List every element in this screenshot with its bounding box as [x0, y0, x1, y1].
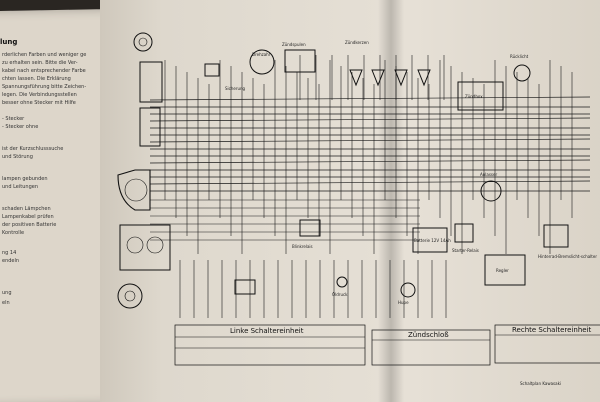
rear-brake-switch-label: Hinterrad-Bremslicht-schalter: [538, 254, 597, 259]
left-page-line: Spannungsführung bitte Zeichen-: [2, 84, 87, 90]
left-page-line: ng 14: [2, 250, 17, 256]
starter-motor-label: Anlasser: [480, 172, 497, 177]
rear-brake-switch: Hinterrad-Bremslicht-schalter: [538, 224, 597, 259]
left-page-line: rderlichen Farben und weniger ge: [2, 52, 87, 58]
fuse-label: Sicherung: [225, 86, 246, 91]
right-switch-table: Rechte Schaltereinheit: [494, 324, 600, 364]
starter-motor: Anlasser: [480, 172, 502, 202]
left-page-line: endeln: [2, 258, 20, 264]
spark-plugs: Zündkerzen: [345, 40, 431, 87]
regulator-label: Regler: [496, 268, 509, 273]
horn: Hupe: [398, 282, 416, 305]
left-page-line: schaden Lämpchen: [2, 206, 51, 212]
gauge-label: Drehzahl: [252, 52, 270, 57]
left-page-line: lampen gebunden: [2, 176, 48, 182]
diode: [234, 279, 256, 295]
left-switch-table: Linke Schaltereinheit: [174, 324, 366, 366]
oil-pressure-switch: Öldruck: [332, 276, 348, 297]
wire: [149, 159, 591, 164]
left-page-line: - Stecker: [2, 116, 25, 122]
battery: Batterie 12V 14Ah: [412, 227, 451, 253]
left-page-line: chten lassen. Die Erklärung: [2, 76, 71, 82]
turn-signal-rear-left: [117, 283, 143, 309]
left-page-text: lung: [0, 38, 100, 46]
left-switch-title: Linke Schaltereinheit: [230, 327, 304, 335]
left-page-line: ung: [2, 290, 12, 296]
ignition-lock-title: Zündschloß: [408, 331, 449, 339]
battery-label: Batterie 12V 14Ah: [414, 238, 451, 243]
ignition-coils-label: Zündspulen: [282, 42, 306, 47]
book-gutter-shadow: [378, 0, 404, 402]
handlebar-switch-left: [139, 61, 163, 147]
left-page-line: der positiven Batterie: [2, 222, 57, 228]
wire-harness: [149, 55, 591, 318]
headlight: [117, 169, 151, 211]
relay-label: Blinkrelais: [292, 244, 313, 249]
regulator: Regler: [484, 254, 526, 286]
left-page-line: legen. Die Verbindungsstellen: [2, 92, 77, 98]
wire: [149, 96, 591, 101]
left-page-heading: lung: [0, 38, 18, 46]
starter-relay-label: Starter-Relais: [452, 248, 479, 253]
footer-caption: Schaltplan Kawasaki: [520, 381, 561, 386]
horn-label: Hupe: [398, 300, 409, 305]
ignition-coils: Zündspulen: [282, 42, 316, 73]
cdi-label: Zündbox: [465, 94, 483, 99]
starter-relay: Starter-Relais: [452, 223, 479, 253]
left-page-line: Kontrolle: [2, 230, 25, 236]
wire: [149, 138, 591, 143]
left-page-line: besser ohne Stecker mit Hilfe: [2, 100, 76, 106]
left-page-line: zu erhalten sein. Bitte die Ver-: [2, 60, 78, 66]
ignition-lock-table: Zündschloß: [371, 329, 491, 366]
wire: [149, 180, 591, 185]
left-page-line: und Störung: [2, 154, 33, 160]
instrument-lamp-cluster: [119, 224, 171, 271]
turn-signal-relay: Blinkrelais: [292, 219, 321, 249]
oil-pressure-label: Öldruck: [332, 292, 348, 297]
left-page-line: kabel nach entsprechender Farbe: [2, 68, 86, 74]
spark-plugs-label: Zündkerzen: [345, 40, 369, 45]
left-page-line: - Stecker ohne: [2, 124, 39, 130]
left-page-line: eln: [2, 300, 10, 306]
turn-signal-front-left: [133, 32, 153, 52]
left-page-line: Lampenkabel prüfen: [2, 214, 54, 220]
left-page-line: und Leitungen: [2, 184, 38, 190]
wire: [149, 117, 591, 122]
tachometer-gauge: Drehzahl: [249, 49, 275, 75]
cdi-unit: Zündbox: [457, 81, 504, 111]
left-page-line: ist der Kurzschlusssuche: [2, 146, 64, 152]
right-switch-title: Rechte Schaltereinheit: [512, 326, 592, 334]
fuse-box: Sicherung: [204, 63, 246, 91]
rear-light-label: Rücklicht: [510, 54, 529, 59]
rear-light: Rücklicht: [510, 54, 531, 82]
